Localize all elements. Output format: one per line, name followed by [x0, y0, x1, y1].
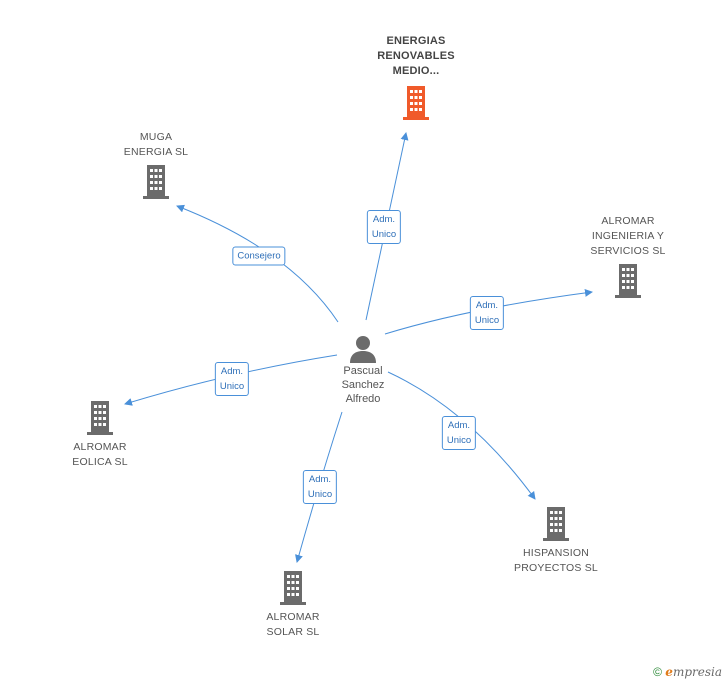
- company-name-line: ALROMAR: [73, 441, 127, 453]
- company-node-hispansion[interactable]: HISPANSION PROYECTOS SL: [504, 506, 608, 576]
- building-icon: [543, 507, 569, 541]
- relation-label-muga[interactable]: Consejero: [232, 246, 286, 266]
- company-name-line: PROYECTOS SL: [514, 562, 598, 574]
- brand-logo: empresia: [665, 665, 722, 679]
- company-name-line: HISPANSION: [523, 547, 589, 559]
- company-name-line: SERVICIOS SL: [590, 245, 666, 257]
- relation-label-ingenieria[interactable]: Adm. Unico: [469, 296, 505, 330]
- person-name-line: Pascual: [343, 365, 383, 377]
- person-name-line: Alfredo: [345, 393, 381, 405]
- relation-label-eolica[interactable]: Adm. Unico: [214, 362, 250, 396]
- relation-label-energias[interactable]: Adm. Unico: [366, 210, 402, 244]
- building-icon: [87, 401, 113, 435]
- footer-brand: © empresia: [653, 665, 722, 679]
- company-node-solar[interactable]: ALROMAR SOLAR SL: [249, 570, 337, 640]
- company-node-ingenieria[interactable]: ALROMAR INGENIERIA Y SERVICIOS SL: [576, 214, 680, 299]
- company-name-line: MEDIO...: [392, 65, 440, 77]
- company-name-line: RENOVABLES: [377, 50, 455, 62]
- building-icon: [615, 264, 641, 298]
- building-icon: [143, 165, 169, 199]
- company-name-line: SOLAR SL: [266, 626, 320, 638]
- company-name-line: ALROMAR: [601, 215, 655, 227]
- company-name-line: EOLICA SL: [72, 456, 128, 468]
- person-node[interactable]: Pascual Sanchez Alfredo: [326, 334, 400, 406]
- relation-label-solar[interactable]: Adm. Unico: [302, 470, 338, 504]
- building-icon: [403, 86, 429, 120]
- company-name-line: ENERGIA SL: [123, 146, 189, 158]
- company-name-line: ENERGIAS: [386, 35, 446, 47]
- person-icon: [350, 336, 376, 363]
- copyright-icon: ©: [653, 665, 662, 679]
- person-name-line: Sanchez: [341, 379, 385, 391]
- company-name-line: INGENIERIA Y: [591, 230, 665, 242]
- company-node-muga[interactable]: MUGA ENERGIA SL: [110, 130, 202, 200]
- company-name-line: MUGA: [139, 131, 173, 143]
- building-icon: [280, 571, 306, 605]
- company-node-eolica[interactable]: ALROMAR EOLICA SL: [56, 400, 144, 470]
- relation-label-hispansion[interactable]: Adm. Unico: [441, 416, 477, 450]
- company-name-line: ALROMAR: [266, 611, 320, 623]
- company-node-energias[interactable]: ENERGIAS RENOVABLES MEDIO...: [356, 34, 476, 121]
